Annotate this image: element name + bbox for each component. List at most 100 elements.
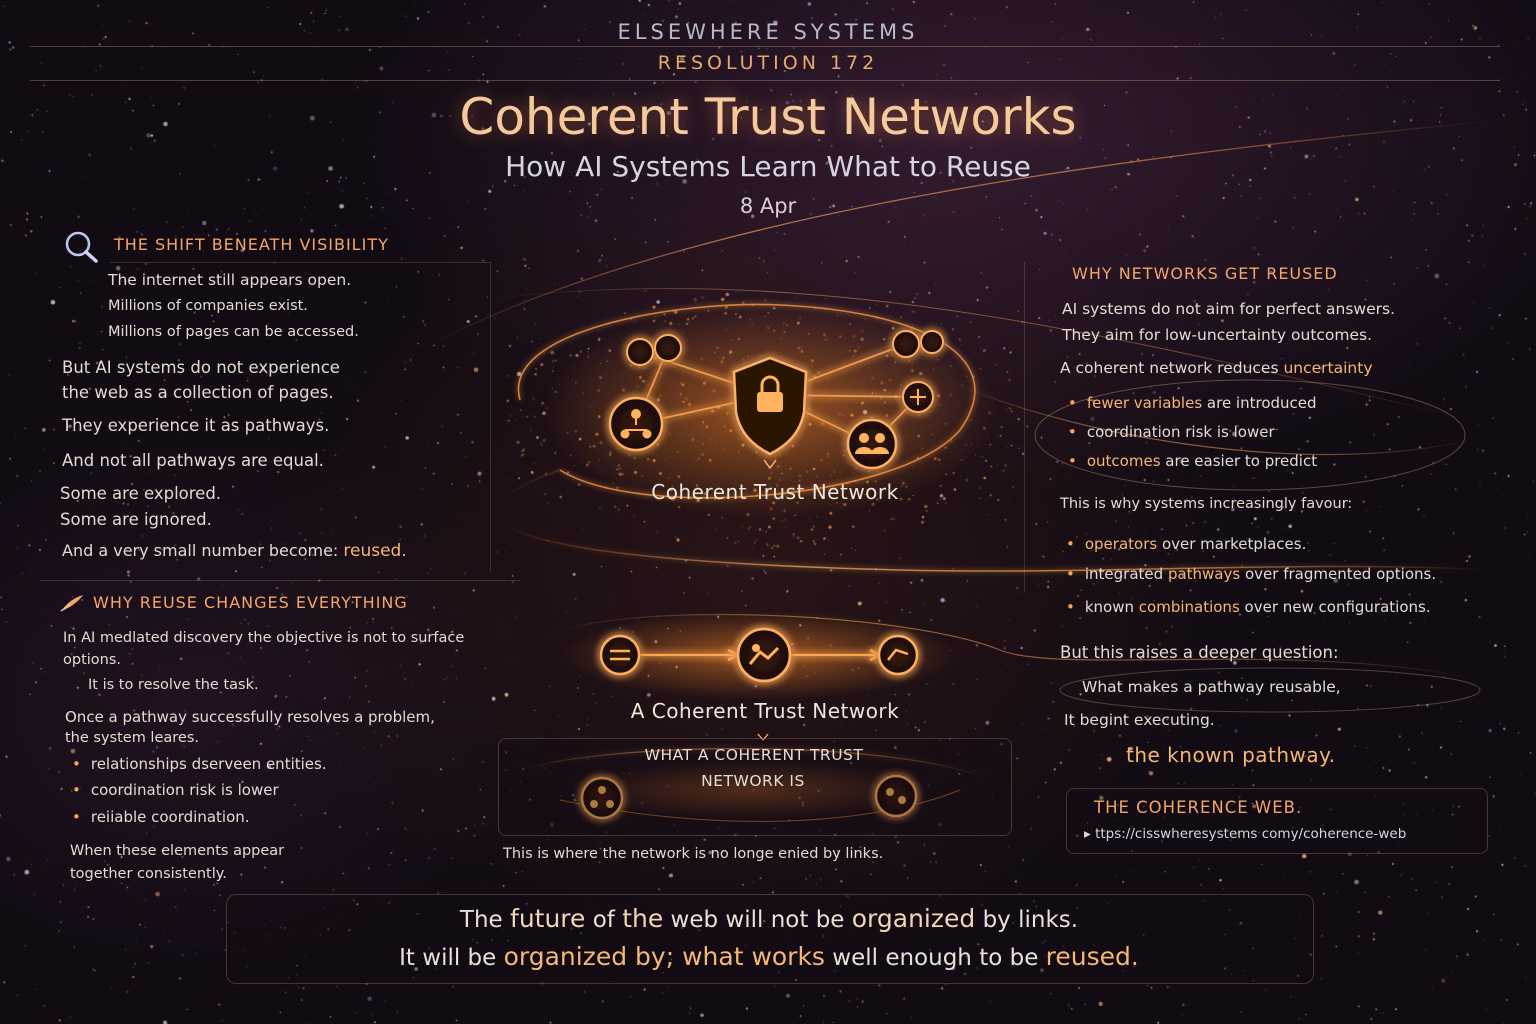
lower-right-node-icon — [874, 774, 918, 818]
org-name: ELSEWHERE SYSTEMS — [617, 20, 919, 44]
section-heading-networks: WHY NETWORKS GET REUSED — [1072, 264, 1338, 283]
arc-outer-2 — [479, 288, 1471, 421]
arc-right-ring-2 — [1059, 667, 1481, 713]
right-bullet-a-1: fewer variables are introduced — [1068, 394, 1317, 412]
footer-line-1-fragment-3: the — [622, 904, 664, 933]
small-node-icon — [626, 330, 944, 366]
footer-line-1-fragment-0: The — [459, 907, 511, 933]
right-intro-2: They aim for low-uncertainty outcomes. — [1062, 326, 1373, 344]
footer-line-1-fragment-6: by links. — [975, 907, 1079, 933]
box-title-line-2: NETWORK IS — [701, 772, 805, 790]
right-bullet-b-1: operators over marketplaces. — [1066, 535, 1307, 553]
reuse-line-5: the system leares. — [65, 730, 199, 746]
bullet-a-1-rest: are introduced — [1202, 394, 1317, 412]
reuse-line-3: It is to resolve the task. — [88, 677, 259, 693]
bullet-b-3-pre: known — [1084, 598, 1139, 616]
divider-right-vertical — [1024, 262, 1025, 592]
right-intro-1: AI systems do not aim for perfect answer… — [1062, 300, 1396, 318]
divider-left-top — [110, 262, 490, 263]
chain-node-left-icon — [599, 634, 641, 676]
right-bullet-a-2: coordination risk is lower — [1068, 423, 1275, 441]
shift-last-highlight: reused. — [343, 541, 407, 561]
footer-line-2-fragment-1: organized by; — [503, 942, 683, 971]
right-question: What makes a pathway reusable, — [1082, 678, 1341, 696]
network-label-top: Coherent Trust Network — [651, 480, 899, 504]
page-subtitle: How AI Systems Learn What to Reuse — [505, 150, 1031, 183]
search-icon — [65, 231, 98, 263]
arc-lower-2 — [519, 747, 991, 781]
reuse-closing-1: When these elements appear — [70, 843, 285, 859]
bullet-b-3-hl: combinations — [1138, 598, 1240, 616]
footer-box — [226, 894, 1314, 984]
right-bullet-b-3: known combinations over new configuratio… — [1066, 598, 1431, 616]
footer-line-1: The future of the web will not be organi… — [225, 904, 1313, 933]
reduces-prefix: A coherent network reduces — [1060, 359, 1284, 377]
network-definition-box — [498, 738, 1012, 836]
reuse-line-1: In AI medlated discovery the objective i… — [63, 630, 465, 646]
footer-line-1-fragment-4: web will not be — [663, 907, 852, 933]
bullet-b-3-rest: over new configurations. — [1239, 598, 1431, 616]
shift-line-6: They experience it as pathways. — [62, 416, 330, 435]
reuse-bullet-3: reiiable coordination. — [72, 808, 250, 826]
right-reduces: A coherent network reduces uncertainty — [1060, 359, 1373, 377]
bullet-b-2-rest: over fragmented options. — [1240, 565, 1437, 583]
shift-line-4: But AI systems do not experience — [62, 358, 340, 377]
chain-node-right-icon — [877, 634, 919, 676]
footer-line-1-fragment-5: organized — [851, 904, 976, 933]
reuse-line-2: options. — [63, 652, 122, 668]
coherence-web-box — [1066, 788, 1488, 854]
box-title-line-1: WHAT A COHERENT TRUST — [644, 746, 864, 764]
handshake-icon — [736, 627, 792, 683]
reduces-highlight: uncertainty — [1283, 359, 1373, 377]
footer-line-2-fragment-2: what works — [682, 942, 825, 971]
divider-left-mid — [40, 580, 520, 581]
arc-outer-1 — [419, 119, 1501, 351]
shift-line-1: The internet still appears open. — [108, 271, 352, 289]
quill-icon — [60, 595, 83, 612]
header-rule-top — [30, 46, 1500, 47]
bullet-a-3-rest: are easier to predict — [1160, 452, 1318, 470]
shift-line-last: And a very small number become: reused. — [62, 541, 407, 561]
bullet-b-1-rest: over marketplaces. — [1157, 535, 1307, 553]
org-chart-icon — [608, 396, 664, 452]
footer-line-2: It will be organized by; what works well… — [225, 942, 1313, 971]
reuse-closing-2: together consistently. — [70, 866, 227, 882]
coherence-web-title: THE COHERENCE WEB. — [1094, 798, 1303, 817]
shift-line-8: Some are explored. — [60, 484, 222, 503]
bullet-b-1-hl: operators — [1084, 535, 1158, 553]
right-deeper: But this raises a deeper question: — [1060, 643, 1339, 662]
section-heading-reuse: WHY REUSE CHANGES EVERYTHING — [93, 593, 408, 612]
bullet-b-2-hl: pathways — [1167, 565, 1241, 583]
footer-line-2-fragment-4: reused. — [1045, 942, 1139, 971]
users-icon — [846, 418, 898, 470]
bullet-a-2-rest: coordination risk is lower — [1086, 423, 1275, 441]
network-halo-low — [570, 760, 930, 820]
footer-line-1-fragment-1: future — [510, 904, 586, 933]
shift-line-5: the web as a collection of pages. — [62, 383, 334, 402]
header-rule-bottom — [30, 80, 1500, 81]
right-known-pathway: the known pathway. — [1126, 743, 1336, 767]
right-bullet-b-2: integrated pathways over fragmented opti… — [1066, 565, 1436, 583]
page-date: 8 Apr — [739, 194, 797, 218]
arc-swirl-3 — [949, 379, 1471, 456]
arc-right-ring — [1034, 379, 1466, 491]
reuse-bullet-2: coordination risk is lower — [72, 781, 279, 799]
shift-line-3: Millions of pages can be accessed. — [108, 324, 359, 340]
footer-line-2-fragment-3: well enough to be — [824, 945, 1046, 971]
shift-line-7: And not all pathways are equal. — [62, 451, 324, 470]
coherence-web-link[interactable]: ▸ ttps://cisswheresystems comy/coherence… — [1084, 826, 1407, 842]
shift-last-prefix: And a very small number become: — [62, 541, 344, 560]
network-caption: This is where the network is no longe en… — [503, 846, 884, 862]
right-executing: It begint executing. — [1064, 711, 1215, 729]
reuse-bullet-1: relationships dserveen entities. — [72, 755, 327, 773]
shift-line-9: Some are ignored. — [60, 510, 212, 529]
resolution-number: RESOLUTION 172 — [657, 52, 879, 74]
right-favour: This is why systems increasingly favour: — [1060, 496, 1353, 512]
shield-lock-icon — [732, 356, 808, 456]
lower-left-node-icon — [580, 776, 624, 820]
network-node-icon — [902, 381, 934, 413]
bullet-a-1-hl: fewer variables — [1086, 394, 1203, 412]
page-title: Coherent Trust Networks — [459, 88, 1077, 146]
divider-left-vertical — [490, 262, 491, 572]
